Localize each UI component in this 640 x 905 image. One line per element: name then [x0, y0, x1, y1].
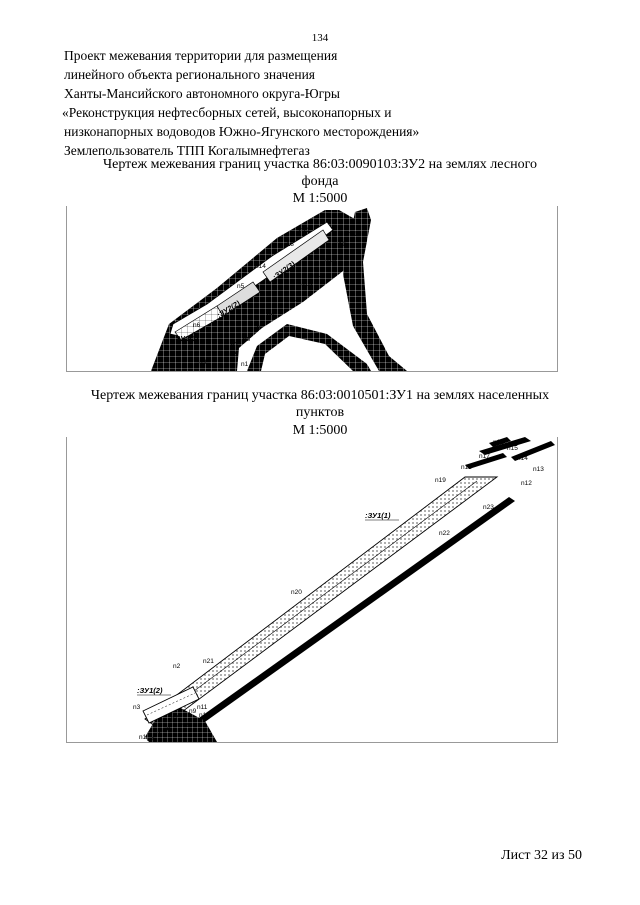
drawing1-point: n7	[231, 342, 239, 349]
drawing1-title-line1: Чертеж межевания границ участка 86:03:00…	[103, 157, 537, 172]
drawing2-point: n2	[173, 663, 181, 670]
header-line-5: низконапорных водоводов Южно-Ягунского м…	[64, 124, 420, 139]
drawing2-point: n21	[203, 658, 214, 665]
drawing2-point: n9	[189, 708, 197, 715]
drawing1-point: n10	[335, 241, 346, 248]
drawing2-point: n20	[291, 589, 302, 596]
drawing2-point: n18	[461, 464, 472, 471]
drawing1-point: n8	[243, 336, 251, 343]
drawing1-point: n14	[255, 263, 266, 270]
header-line-3: Ханты-Мансийского автономного округа-Югр…	[64, 86, 340, 101]
drawing1-point: n12	[299, 227, 310, 234]
drawing1-point: n3	[199, 359, 207, 366]
drawing2-point: n22	[439, 530, 450, 537]
header-line-6: Землепользователь ТПП Когалымнефтегаз	[64, 143, 310, 158]
drawing2-point: n5	[155, 731, 163, 738]
drawing2-point: n16	[493, 439, 504, 446]
drawing2-map: :ЗУ1(2) :ЗУ1(1) n1 n2 n3 n4 n5 n6 n7 n8 …	[133, 437, 555, 743]
header-line-4: «Реконструкция нефтесборных сетей, высок…	[62, 105, 392, 120]
drawing2-point: n6	[163, 726, 171, 733]
drawing2-point: n12	[521, 480, 532, 487]
drawing2-frame: :ЗУ1(2) :ЗУ1(1) n1 n2 n3 n4 n5 n6 n7 n8 …	[66, 437, 558, 743]
drawing2-plot-2: :ЗУ1(2)	[137, 686, 163, 695]
drawing1-point: n2	[229, 351, 237, 358]
drawing1-map: :ЗУ2(1) :ЗУ2(2) :ЗУ2(3) n1 n2 n3 n4 n5 n…	[151, 208, 407, 371]
sheet-number: Лист 32 из 50	[501, 848, 582, 863]
drawing2-point: n19	[435, 477, 446, 484]
drawing1-point: n15	[289, 296, 300, 303]
drawing2-point: n14	[517, 455, 528, 462]
drawing1-frame: :ЗУ2(1) :ЗУ2(2) :ЗУ2(3) n1 n2 n3 n4 n5 n…	[66, 206, 558, 372]
header-line-2: линейного объекта регионального значения	[64, 67, 316, 82]
drawing2-point: n8	[181, 722, 189, 729]
drawing2-point: n10	[199, 712, 210, 719]
drawing1-title-line2: фонда	[301, 174, 339, 189]
drawing1-point: n9	[253, 325, 261, 332]
drawing2-plot-1: :ЗУ1(1)	[365, 511, 391, 520]
drawing2-title-line2: пунктов	[295, 405, 345, 420]
drawing2-point: n3	[133, 704, 141, 711]
drawing1-plot-1: :ЗУ2(1)	[173, 334, 199, 343]
drawing2-scale: М 1:5000	[292, 423, 348, 438]
drawing2-point: n13	[533, 466, 544, 473]
drawing1-point: n1	[241, 361, 249, 368]
drawing2-point: n4	[147, 736, 155, 742]
drawing1-point: n4	[267, 311, 275, 318]
drawing2-point: n1	[139, 734, 147, 741]
drawing1-point: n5	[237, 283, 245, 290]
drawing2-point: n17	[479, 453, 490, 460]
drawing2-point: n23	[483, 504, 494, 511]
drawing1-point: n13	[283, 241, 294, 248]
drawing1-point: n16	[301, 281, 312, 288]
drawing2-point: n15	[507, 445, 518, 452]
drawing2-point: n7	[171, 715, 179, 722]
drawing1-scale: М 1:5000	[292, 191, 348, 206]
drawing2-title-line1: Чертеж межевания границ участка 86:03:00…	[90, 388, 550, 403]
drawing1-point: n6	[193, 322, 201, 329]
drawing1-point: n17	[313, 272, 324, 279]
drawing1-point: n18	[325, 257, 336, 264]
drawing1-point: n11	[347, 231, 358, 238]
drawing2-point: n11	[197, 704, 208, 711]
page-number: 134	[311, 32, 329, 44]
header-line-1: Проект межевания территории для размещен…	[64, 48, 338, 63]
